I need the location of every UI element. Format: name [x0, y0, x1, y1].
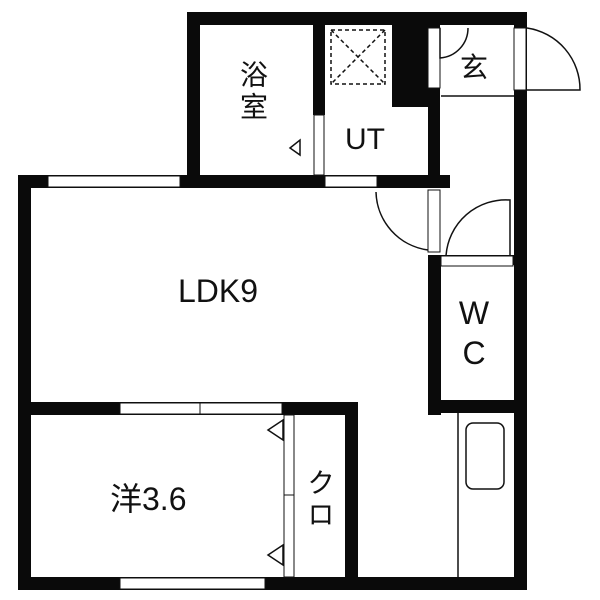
room-label-ldk: LDK9: [178, 273, 259, 309]
room-label-closet: クロ: [304, 468, 335, 532]
room-label-utility: UT: [345, 123, 385, 156]
room-label-bath: 浴室: [237, 60, 268, 124]
closet-doors: [283, 414, 295, 578]
washer-space: [330, 29, 386, 85]
windows: [47, 27, 527, 590]
partition-lines: [441, 95, 514, 577]
walls: [18, 12, 527, 590]
room-label-entrance: 玄: [460, 52, 489, 83]
room-label-western: 洋3.6: [110, 481, 187, 517]
room-label-wc: WC: [456, 295, 492, 375]
doors: [266, 27, 581, 567]
